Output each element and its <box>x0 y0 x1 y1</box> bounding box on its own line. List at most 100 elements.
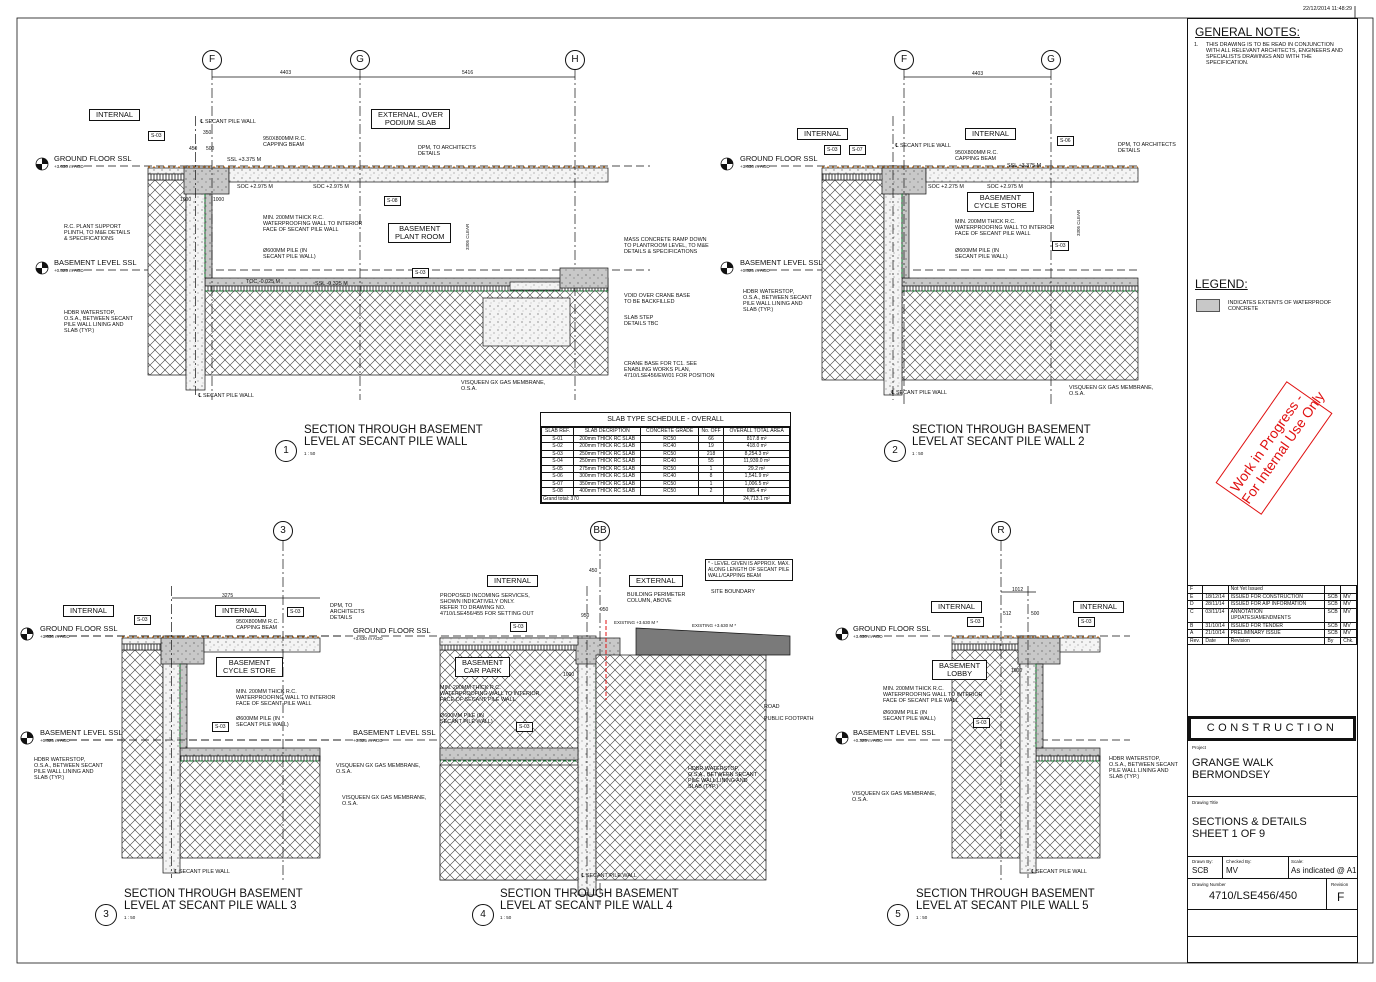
external-soil <box>595 654 767 881</box>
pile-label: Ø600mm PILE (IN SECANT PILE WALL) <box>883 710 936 722</box>
schedule-cell: 400mm THICK RC SLAB <box>573 487 642 496</box>
drawing-title: SECTIONS & DETAILS SHEET 1 OF 9 <box>1192 816 1307 840</box>
scale: 1 : 50 <box>916 915 928 920</box>
schedule-cell: 1 <box>697 479 725 488</box>
title-line: SECTION THROUGH BASEMENT <box>124 888 303 900</box>
revision-cell: SCB <box>1324 621 1342 630</box>
basement-slab <box>179 747 321 757</box>
retained-soil <box>821 179 885 381</box>
status-box: CONSTRUCTION <box>1188 716 1356 741</box>
revision-cell: MV <box>1340 607 1357 623</box>
grid-bubble-f: F <box>894 50 914 70</box>
revision-cell: 21/10/14 <box>1202 629 1229 638</box>
dimension: 1000 <box>180 197 192 203</box>
waterstop-label: HDBR WATERSTOP, O.S.A., BETWEEN SECANT P… <box>1109 756 1178 780</box>
level-marker: SoC +2.975 m <box>987 184 1023 190</box>
basement-level: BASEMENT LEVEL SSL+0.325 m AOD <box>54 259 137 275</box>
room-label: BASEMENT CYCLE STORE <box>216 657 283 677</box>
retained-soil <box>147 179 187 376</box>
level-marker: SoC +2.975 m <box>313 184 349 190</box>
membrane-label: VISQUEEN GX GAS MEMBRANE, O.S.A. <box>336 763 421 775</box>
grid-bubble-r: R <box>991 521 1011 541</box>
grid-bubble-g: G <box>350 50 370 70</box>
schedule-cell: 350mm THICK RC SLAB <box>573 479 642 488</box>
grid-bubble-bb: BB <box>590 521 610 541</box>
level-aod: +3.630 m AOD <box>740 164 770 169</box>
level-symbol <box>21 732 33 744</box>
number-label: Drawing Number <box>1192 882 1226 887</box>
revision-cell: MV <box>1340 629 1357 638</box>
schedule-cell: RC50 <box>640 434 699 443</box>
level-name: GROUND FLOOR SSL <box>740 154 818 163</box>
dimension: 500 <box>206 146 215 152</box>
schedule-cell: RC50 <box>640 479 699 488</box>
section-title: SECTION THROUGH BASEMENT LEVEL AT SECANT… <box>916 888 1095 912</box>
title-block: Project GRANGE WALK BERMONDSEY Drawing T… <box>1187 741 1358 963</box>
insulation <box>1035 755 1101 762</box>
revision-cell: SCB <box>1324 629 1342 638</box>
level-marker: ToC -0.025 m <box>246 279 281 285</box>
dimension: 950 <box>581 613 590 619</box>
level-symbol <box>836 628 848 640</box>
header-cell: No. OFF <box>697 427 725 436</box>
schedule-cell: 200mm THICK RC SLAB <box>573 442 642 451</box>
schedule-cell: 8 <box>697 472 725 481</box>
revision-cell: Chk. <box>1340 636 1357 645</box>
podium-slab <box>925 167 1139 183</box>
lining-wall <box>204 193 213 279</box>
title-line: SECTION THROUGH BASEMENT <box>912 424 1091 436</box>
clear-dim: 3305 CLEAR <box>465 223 470 250</box>
drawn-by: SCB <box>1192 866 1209 875</box>
revision-cell: E <box>1186 592 1204 601</box>
dimension: 1012 <box>1012 587 1024 593</box>
insulation <box>951 643 1021 651</box>
slab-tag: S-06 <box>1057 136 1074 146</box>
revision-cell: 28/11/14 <box>1202 600 1229 609</box>
schedule-cell: 1,541.9 m² <box>723 472 790 481</box>
capping-beam <box>160 637 205 665</box>
dimension: 5416 <box>462 70 474 76</box>
slab-tag: S-03 <box>510 622 527 632</box>
zone-label-external: EXTERNAL, OVER PODIUM SLAB <box>371 109 451 129</box>
note-text: THIS DRAWING IS TO BE READ IN CONJUNCTIO… <box>1206 42 1343 66</box>
podium-slab <box>203 637 321 653</box>
secant-label: ℄ SECANT PILE WALL <box>174 869 230 875</box>
secant-label: ℄ SECANT PILE WALL <box>200 119 256 125</box>
section-title: SECTION THROUGH BASEMENT LEVEL AT SECANT… <box>912 424 1091 448</box>
lining-wall <box>1035 663 1044 749</box>
revision-cell: ANNOTATION UPDATES/AMENDMENTS <box>1227 607 1326 623</box>
slab-tag: S-03 <box>516 722 533 732</box>
crane-base <box>482 297 571 347</box>
level-symbol <box>721 262 733 274</box>
level-name: BASEMENT LEVEL SSL <box>40 728 123 737</box>
title-line: LEVEL AT SECANT PILE WALL 2 <box>912 436 1085 448</box>
schedule-cell: 1,006.5 m² <box>723 479 790 488</box>
revision-cell: Revision <box>1227 636 1326 645</box>
zone-label-internal: INTERNAL <box>1073 601 1125 613</box>
schedule-cell: S-02 <box>540 442 575 451</box>
secant-label: ℄ SECANT PILE WALL <box>581 873 637 879</box>
revision-cell: PRELIMINARY ISSUE <box>1227 629 1326 638</box>
revision-cell: ISSUED FOR AIP INFORMATION <box>1227 600 1326 609</box>
legend-swatch <box>1196 299 1220 312</box>
level-aod: +0.325 m AOD <box>353 738 383 743</box>
basement-slab <box>1035 747 1101 757</box>
level-name: GROUND FLOOR SSL <box>54 154 132 163</box>
level-marker: SSL +3.375 m <box>227 157 262 163</box>
footpath-label: PUBLIC FOOTPATH <box>764 716 814 722</box>
revision-cell: MV <box>1340 600 1357 609</box>
zone-label-internal: INTERNAL <box>797 128 849 140</box>
schedule-cell: RC40 <box>640 457 699 466</box>
retained-soil <box>121 649 164 859</box>
level-symbol <box>36 262 48 274</box>
plinth-label: R.C. PLANT SUPPORT PLINTH, TO M&E DETAIL… <box>64 224 131 242</box>
header-cell: SLAB DECRIPTION <box>573 427 642 436</box>
level-symbol <box>721 158 733 170</box>
schedule-cell: 66 <box>697 434 725 443</box>
revision-cell: ISSUED FOR CONSTRUCTION <box>1227 592 1326 601</box>
